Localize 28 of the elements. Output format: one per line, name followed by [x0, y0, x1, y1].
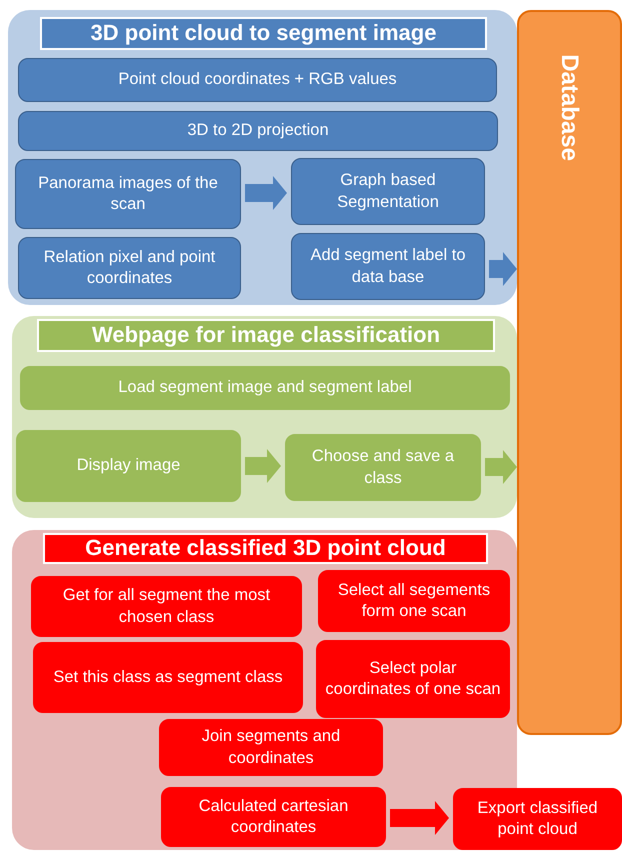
block-arrow — [245, 449, 281, 483]
block-arrow — [390, 801, 449, 835]
process-box: Display image — [16, 430, 241, 502]
process-box: Join segments and coordinates — [159, 719, 383, 776]
database-bar — [517, 10, 622, 735]
block-arrow — [245, 176, 287, 210]
process-box: Graph based Segmentation — [291, 158, 485, 225]
panel-heading: 3D point cloud to segment image — [40, 17, 487, 50]
panel-heading: Webpage for image classification — [37, 319, 495, 352]
database-label: Database — [555, 54, 584, 161]
process-box: Relation pixel and point coordinates — [18, 237, 241, 299]
process-box: Select all segements form one scan — [318, 570, 510, 632]
process-box: Get for all segment the most chosen class — [31, 576, 302, 637]
panel-heading: Generate classified 3D point cloud — [43, 533, 488, 564]
process-box: Point cloud coordinates + RGB values — [18, 58, 497, 102]
process-box: Calculated cartesian coordinates — [161, 787, 386, 847]
process-box: 3D to 2D projection — [18, 111, 498, 151]
process-box: Load segment image and segment label — [20, 366, 510, 410]
process-box: Choose and save a class — [285, 434, 481, 501]
process-box: Export classified point cloud — [453, 788, 622, 850]
group-panel — [12, 316, 517, 518]
process-box: Panorama images of the scan — [15, 159, 241, 229]
block-arrow — [489, 252, 517, 286]
group-panel — [8, 10, 517, 305]
process-box: Set this class as segment class — [33, 642, 303, 713]
process-box: Add segment label to data base — [291, 233, 485, 300]
block-arrow — [485, 450, 517, 484]
process-box: Select polar coordinates of one scan — [316, 640, 510, 718]
